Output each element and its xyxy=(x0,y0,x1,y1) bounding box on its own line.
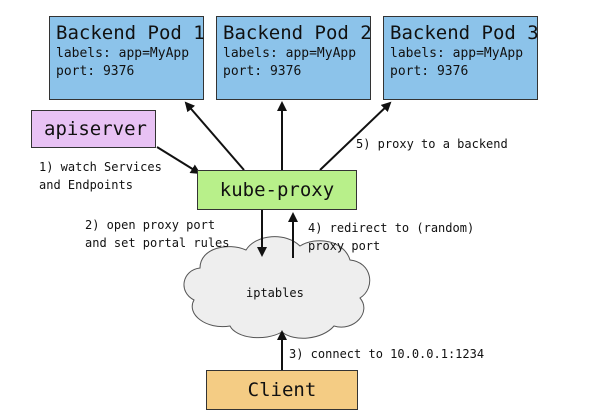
arrow-kube-proxy-to-pod-3 xyxy=(319,101,392,171)
step-2-line-1: 2) open proxy port xyxy=(85,218,216,232)
pod-port: port: 9376 xyxy=(56,64,135,79)
step-5-label: 5) proxy to a backend xyxy=(356,137,508,151)
step-2-line-2: and set portal rules xyxy=(85,236,230,250)
iptables-cloud xyxy=(183,236,371,339)
pod-title: Backend Pod 2 xyxy=(223,22,372,44)
backend-pod-3: Backend Pod 3 labels: app=MyApp port: 93… xyxy=(383,16,539,100)
step-1-line-1: 1) watch Services xyxy=(39,160,162,174)
arrow-kube-proxy-to-pod-1 xyxy=(184,101,245,171)
kube-proxy-node: kube-proxy xyxy=(197,170,357,210)
step-4-line-2: proxy port xyxy=(308,239,381,253)
pod-labels: labels: app=MyApp xyxy=(223,46,357,61)
pod-labels: labels: app=MyApp xyxy=(56,46,190,61)
step-1-label: 1) watch Services and Endpoints xyxy=(39,158,162,194)
pod-port: port: 9376 xyxy=(223,64,302,79)
step-4-line-1: 4) redirect to (random) xyxy=(308,221,475,235)
client-node: Client xyxy=(206,370,358,410)
pod-title: Backend Pod 3 xyxy=(390,22,539,44)
pod-port: port: 9376 xyxy=(390,64,469,79)
backend-pod-1: Backend Pod 1 labels: app=MyApp port: 93… xyxy=(49,16,205,100)
step-2-label: 2) open proxy port and set portal rules xyxy=(85,216,230,252)
backend-pod-2: Backend Pod 2 labels: app=MyApp port: 93… xyxy=(216,16,372,100)
step-4-label: 4) redirect to (random) proxy port xyxy=(308,219,474,255)
pod-title: Backend Pod 1 xyxy=(56,22,205,44)
arrow-apiserver-to-kube-proxy xyxy=(156,146,201,175)
iptables-label: iptables xyxy=(246,286,304,300)
apiserver-node: apiserver xyxy=(31,110,156,148)
pod-labels: labels: app=MyApp xyxy=(390,46,524,61)
step-3-label: 3) connect to 10.0.0.1:1234 xyxy=(289,347,485,361)
step-1-line-2: and Endpoints xyxy=(39,178,133,192)
